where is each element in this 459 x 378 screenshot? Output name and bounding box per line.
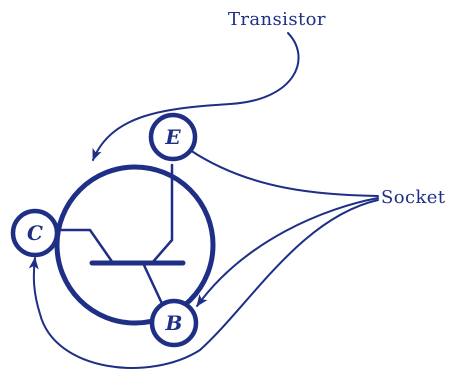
pin-emitter: E <box>148 112 198 162</box>
pin-emitter-ring <box>148 112 198 162</box>
transistor-body <box>54 164 216 326</box>
pin-collector-label: C <box>27 221 43 245</box>
emitter-lead <box>150 163 174 265</box>
collector-lead <box>53 228 115 265</box>
socket-leader-emitter <box>189 149 379 197</box>
pin-base-ring <box>149 298 199 348</box>
socket-label: Socket <box>381 187 446 208</box>
transistor-label: Transistor <box>228 9 326 30</box>
pin-collector-ring <box>10 208 60 258</box>
base-lead <box>141 261 167 312</box>
pin-emitter-label: E <box>164 125 181 149</box>
pin-base-label: B <box>165 311 183 335</box>
transistor-leader-line <box>92 32 300 161</box>
socket-leader-base <box>196 197 379 307</box>
socket-leader-collector <box>28 199 379 369</box>
pin-base: B <box>149 298 199 348</box>
transistor-symbol <box>53 163 186 312</box>
pin-collector: C <box>10 208 60 258</box>
